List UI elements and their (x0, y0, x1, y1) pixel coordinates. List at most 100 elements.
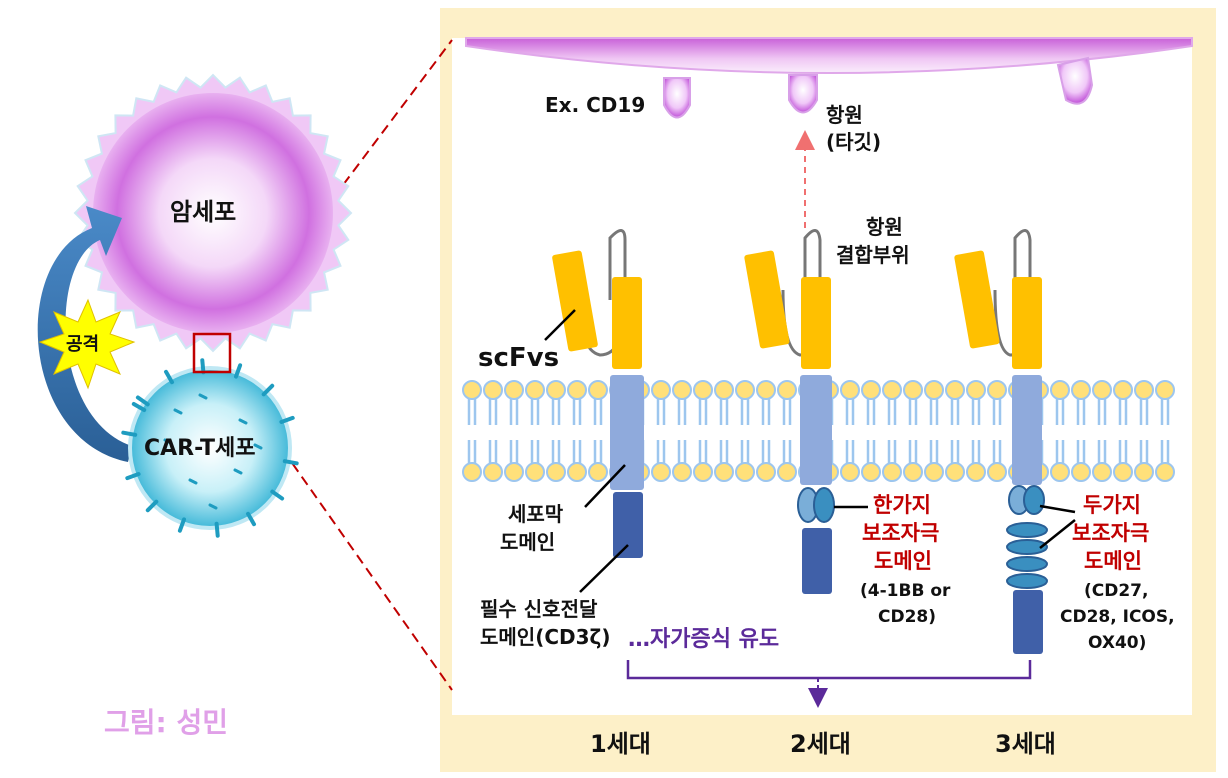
lipid-head (966, 380, 986, 400)
gen2-costim-label-3: 도메인 (874, 549, 932, 573)
cancer-cell (93, 93, 333, 333)
lipid-head (756, 462, 776, 482)
scfv-heavy-chain (612, 277, 642, 369)
car-receptor (177, 517, 186, 533)
lipid-head (462, 462, 482, 482)
lipid-head (945, 462, 965, 482)
signal-domain (613, 492, 643, 558)
lipid-head (903, 380, 923, 400)
zoom-line-top (227, 39, 453, 339)
lipid-head (987, 380, 1007, 400)
lipid-head (1071, 462, 1091, 482)
antigen-2 (788, 74, 818, 114)
lipid-head (1134, 462, 1154, 482)
lipid-head (1113, 380, 1133, 400)
scfv-heavy-chain (1012, 277, 1042, 369)
lipid-head (651, 462, 671, 482)
lipid-head (882, 462, 902, 482)
scfvs-label: scFvs (478, 343, 559, 373)
lipid-head (840, 380, 860, 400)
leader-signal (579, 544, 629, 593)
signal-domain (1013, 590, 1043, 654)
transmembrane-domain (610, 375, 644, 490)
receptor-gen3 (954, 229, 1048, 654)
car-receptor (163, 438, 173, 445)
lipid-head (546, 462, 566, 482)
lipid-head (1092, 462, 1112, 482)
generation-3-label: 3세대 (995, 730, 1056, 758)
figure-credit: 그림: 성민 (104, 706, 228, 739)
lipid-head (756, 380, 776, 400)
proliferation-label: …자가증식 유도 (628, 627, 779, 652)
car-receptor (208, 503, 218, 510)
car-receptor (214, 521, 220, 538)
car-receptor (173, 408, 183, 415)
car-receptor (125, 472, 141, 481)
lipid-head (945, 380, 965, 400)
attack-starburst (38, 298, 136, 390)
lipid-head (504, 380, 524, 400)
lipid-head (903, 462, 923, 482)
gen2-costim-examples-2: CD28) (878, 607, 936, 627)
car-receptor (270, 489, 285, 501)
zoom-box (192, 332, 232, 374)
transmembrane-label: 세포막 (508, 502, 564, 526)
antigen-3 (1056, 56, 1094, 105)
lipid-head (483, 462, 503, 482)
lipid-head (588, 380, 608, 400)
receptor-gen1 (552, 229, 644, 558)
gen2-costim-label-2: 보조자극 (862, 521, 939, 545)
antigen-target-label: (타깃) (826, 130, 881, 154)
car-t-cell-label: CAR-T세포 (144, 436, 256, 461)
costim-domain (1006, 556, 1048, 572)
signal-domain-label-2: 도메인(CD3ζ) (480, 625, 611, 649)
lipid-head (525, 380, 545, 400)
lipid-head (693, 380, 713, 400)
gen3-costim-examples-3: OX40) (1088, 633, 1146, 653)
car-receptor (234, 363, 243, 379)
leader-gen3a (1039, 504, 1076, 514)
car-receptor (131, 402, 147, 412)
gen3-costim-examples-1: (CD27, (1084, 581, 1148, 601)
lipid-head (924, 462, 944, 482)
lipid-head (1071, 380, 1091, 400)
scfv-light-chain (744, 250, 790, 349)
leader-gen3b (1039, 519, 1076, 549)
antigen-label: 항원 (826, 103, 863, 127)
car-t-cell (128, 366, 292, 530)
gen2-costim-label-1: 한가지 (873, 493, 931, 517)
lipid-head (1155, 462, 1175, 482)
binding-site-label-2: 결합부위 (836, 243, 910, 267)
lipid-head (1050, 462, 1070, 482)
car-receptor (200, 358, 206, 375)
lipid-head (672, 462, 692, 482)
gen3-costim-examples-2: CD28, ICOS, (1060, 607, 1175, 627)
generation-2-label: 2세대 (790, 730, 851, 758)
cancer-cell-label: 암세포 (170, 198, 236, 226)
lipid-head (672, 380, 692, 400)
car-receptor (282, 459, 299, 466)
gen2-costim-examples-1: (4-1BB or (860, 581, 951, 601)
lipid-head (861, 462, 881, 482)
transmembrane-domain (1012, 375, 1042, 485)
gen3-costim-label-2: 보조자극 (1072, 521, 1149, 545)
attack-label: 공격 (66, 334, 99, 355)
lipid-head (1155, 380, 1175, 400)
costim-domain (1006, 522, 1048, 538)
signal-domain (802, 528, 832, 594)
scfv-light-chain (954, 250, 1000, 349)
lipid-head (588, 462, 608, 482)
gen3-costim-label-1: 두가지 (1083, 493, 1141, 517)
generation-bracket (626, 660, 1032, 680)
gen3-costim-label-3: 도메인 (1084, 549, 1142, 573)
lipid-head (1050, 380, 1070, 400)
costim-domain (1006, 539, 1048, 555)
lipid-head (1113, 462, 1133, 482)
costim-domain (813, 487, 835, 523)
car-receptor (238, 418, 248, 425)
lipid-head (882, 380, 902, 400)
car-receptor (164, 369, 174, 385)
receptor-gen2 (744, 229, 835, 594)
